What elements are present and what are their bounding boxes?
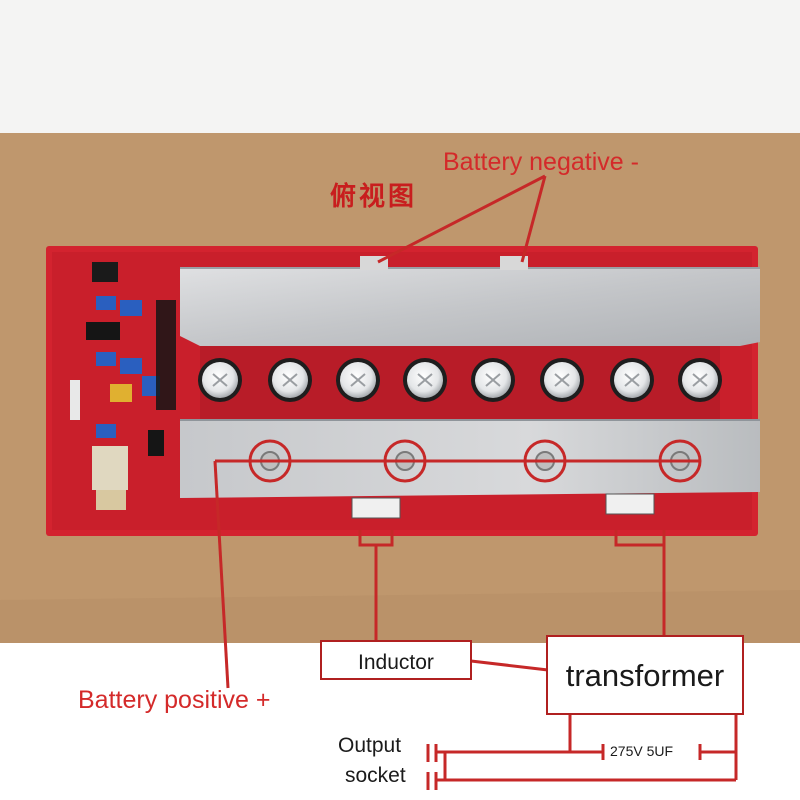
title-top-view: 俯视图 (330, 182, 418, 212)
inductor-box: Inductor (320, 640, 472, 680)
inductor-label: Inductor (358, 651, 434, 674)
annotation-wires (213, 174, 738, 782)
wall-background (0, 0, 800, 135)
bottom-heatsink (180, 420, 760, 498)
battery-positive-label: Battery positive + (78, 686, 271, 714)
transformer-box: transformer (546, 635, 744, 715)
capacitor-label: 275V 5UF (608, 743, 676, 759)
output-label-line1: Output (338, 734, 402, 757)
capacitor-symbol (601, 744, 702, 760)
output-socket-symbol (426, 744, 445, 790)
capacitor-row (198, 358, 722, 402)
transformer-label: transformer (565, 658, 725, 693)
battery-negative-label: Battery negative - (443, 148, 639, 176)
output-label-line2: socket (345, 764, 406, 787)
top-heatsink (180, 268, 760, 346)
